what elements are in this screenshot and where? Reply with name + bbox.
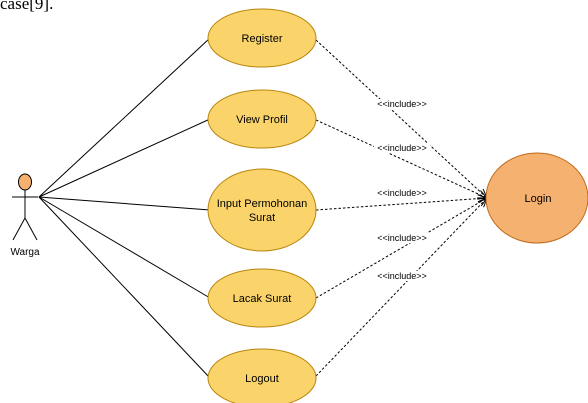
association-line-view-profil bbox=[38, 118, 211, 198]
association-line-lacak-surat bbox=[38, 196, 211, 299]
actor-label: Warga bbox=[10, 247, 40, 258]
include-arrow-register bbox=[315, 39, 488, 199]
use-case-view-profil: View Profil bbox=[207, 89, 317, 149]
use-case-lacak-surat-ellipse bbox=[207, 268, 317, 328]
actor-left-leg bbox=[12, 217, 26, 241]
actor-warga: Warga bbox=[10, 173, 40, 258]
include-label-bg-input-permohonan-surat bbox=[374, 188, 430, 198]
actor-right-leg bbox=[24, 217, 38, 241]
use-case-lacak-surat-label-1: Lacak Surat bbox=[233, 293, 292, 305]
use-case-register-label-1: Register bbox=[242, 33, 283, 45]
use-case-logout: Logout bbox=[207, 348, 317, 403]
use-case-register-ellipse bbox=[207, 8, 317, 68]
actor-head bbox=[18, 173, 32, 191]
include-label-register: <<include>> bbox=[377, 99, 427, 109]
include-arrow-lacak-surat bbox=[315, 197, 488, 299]
include-label-bg-lacak-surat bbox=[374, 233, 430, 243]
include-label-bg-register bbox=[374, 99, 430, 109]
include-label-bg-view-profil bbox=[374, 143, 430, 153]
association-line-input-permohonan-surat bbox=[38, 196, 211, 211]
header-text-fragment: case[9]. bbox=[0, 0, 54, 13]
include-arrow-view-profil bbox=[315, 119, 488, 199]
include-arrow-logout bbox=[315, 197, 488, 377]
use-case-lacak-surat: Lacak Surat bbox=[207, 268, 317, 328]
association-line-register bbox=[38, 37, 211, 198]
use-case-logout-label-1: Logout bbox=[245, 373, 279, 385]
use-case-logout-ellipse bbox=[207, 348, 317, 403]
use-case-login-ellipse bbox=[485, 152, 588, 244]
include-label-view-profil: <<include>> bbox=[377, 143, 427, 153]
association-line-logout bbox=[38, 196, 211, 379]
use-case-login-label: Login bbox=[525, 193, 552, 205]
association-lines bbox=[38, 37, 211, 379]
use-case-view-profil-label-1: View Profil bbox=[236, 114, 288, 126]
use-case-view-profil-ellipse bbox=[207, 89, 317, 149]
use-case-register: Register bbox=[207, 8, 317, 68]
use-case-input-permohonan-surat-label-1: Input Permohonan bbox=[217, 198, 308, 210]
use-case-input-permohonan-surat-ellipse bbox=[207, 168, 317, 252]
include-arrow-input-permohonan-surat bbox=[315, 197, 488, 211]
include-label-bg-logout bbox=[374, 271, 430, 281]
include-label-lacak-surat: <<include>> bbox=[377, 233, 427, 243]
use-case-login: Login bbox=[485, 152, 588, 244]
include-label-logout: <<include>> bbox=[377, 271, 427, 281]
use-case-input-permohonan-surat-label-2: Surat bbox=[249, 212, 275, 224]
include-relations: <<include>> <<include>> <<include>> <<inclu… bbox=[315, 39, 489, 377]
include-label-input-permohonan-surat: <<include>> bbox=[377, 188, 427, 198]
